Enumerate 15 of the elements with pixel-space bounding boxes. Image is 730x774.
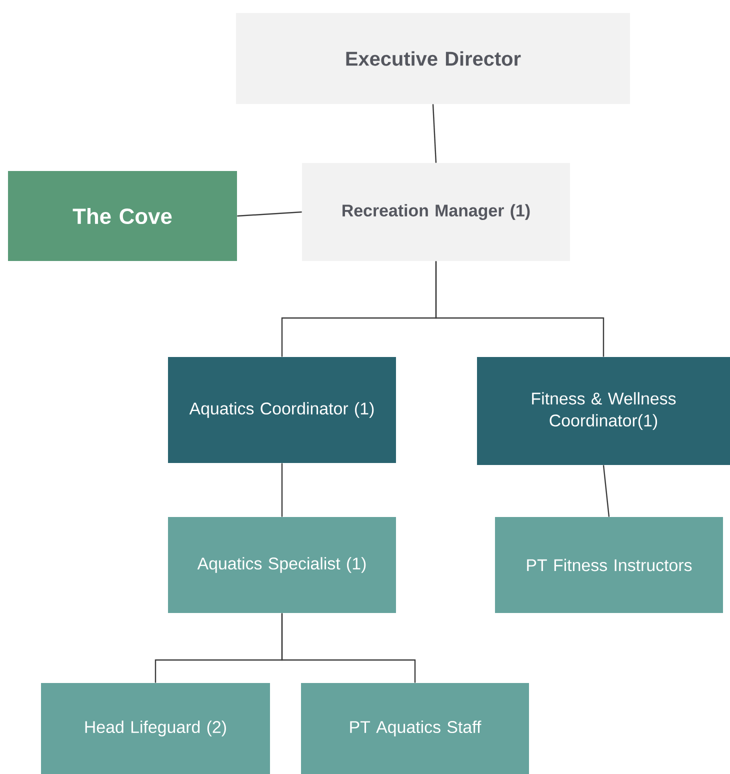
- staff-box: Aquatics Specialist (1): [168, 517, 396, 613]
- staff-box: PT Fitness Instructors: [495, 517, 723, 613]
- staff-box: Head Lifeguard (2): [41, 683, 270, 774]
- connector-line: [237, 211, 302, 217]
- staff-box: PT Aquatics Staff: [301, 683, 529, 774]
- connector-line: [432, 104, 437, 163]
- coordinator-box: Fitness & Wellness Coordinator(1): [477, 357, 730, 465]
- connector-line: [281, 613, 416, 683]
- title-box: Executive Director: [236, 13, 630, 104]
- connector-line: [602, 465, 610, 517]
- connector-line: [435, 261, 604, 357]
- coordinator-box: Aquatics Coordinator (1): [168, 357, 396, 463]
- connector-line: [281, 463, 283, 517]
- side-box: The Cove: [8, 171, 237, 261]
- title-box: Recreation Manager (1): [302, 163, 570, 261]
